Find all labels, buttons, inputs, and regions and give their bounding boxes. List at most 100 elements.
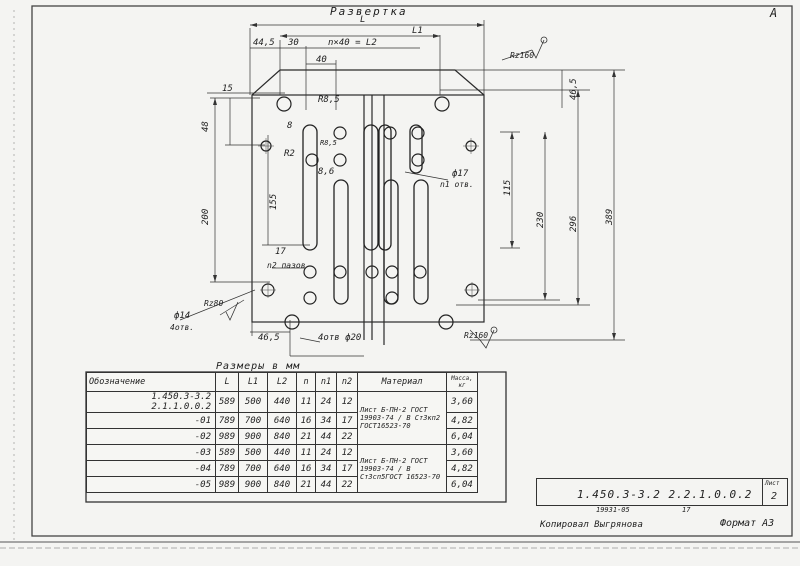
cell-n2: 22 xyxy=(336,476,358,493)
paper-format: Формат А3 xyxy=(720,518,775,529)
dim-n1: n1 отв. xyxy=(440,180,474,189)
roughness-rz80: Rz80 xyxy=(204,299,224,308)
row-designation: 1.450.3-3.2 2.1.1.0.0.2 xyxy=(86,391,216,413)
row-designation: -05 xyxy=(86,476,216,493)
cell-L1: 700 xyxy=(238,460,268,477)
dim-nx40: n×40 = L2 xyxy=(328,38,377,48)
sheet-number: 2 xyxy=(771,491,778,502)
header-designation: Обозначение xyxy=(86,372,216,392)
page-mark: А xyxy=(770,6,778,20)
dim-L: L xyxy=(360,15,366,25)
dim-389: 389 xyxy=(605,208,615,225)
cell-mass: 6,04 xyxy=(446,476,478,493)
cell-mass: 4,82 xyxy=(446,412,478,429)
archive-number: 19931-05 xyxy=(596,506,630,514)
dim-8-6: 8,6 xyxy=(318,167,335,177)
cell-n: 11 xyxy=(296,391,316,413)
header-n2: n2 xyxy=(336,372,358,392)
cell-n2: 17 xyxy=(336,412,358,429)
holes xyxy=(260,96,479,330)
cell-material-group-1: Лист Б-ПН-2 ГОСТ 19903-74 / В Ст3кп2 ГОС… xyxy=(357,391,447,445)
dim-4otv-phi20: 4отв ф20 xyxy=(318,333,362,343)
cell-n1: 34 xyxy=(315,412,337,429)
header-L2: L2 xyxy=(267,372,297,392)
cell-n1: 44 xyxy=(315,476,337,493)
drawing-code: 1.450.3-3.2 2.2.1.0.0.2 xyxy=(577,488,753,501)
cell-L2: 840 xyxy=(267,476,297,493)
cell-L1: 500 xyxy=(238,444,268,461)
cell-mass: 4,82 xyxy=(446,460,478,477)
slots xyxy=(302,124,429,305)
cell-n2: 22 xyxy=(336,428,358,445)
cell-n: 21 xyxy=(296,428,316,445)
dim-phi17: ф17 xyxy=(452,169,469,179)
cell-L2: 640 xyxy=(267,460,297,477)
dim-30: 30 xyxy=(288,38,299,48)
row-designation: -02 xyxy=(86,428,216,445)
header-n: n xyxy=(296,372,316,392)
dim-L1: L1 xyxy=(412,26,423,36)
sheet-label: Лист xyxy=(765,480,780,487)
row-designation: -03 xyxy=(86,444,216,461)
cell-mass: 3,60 xyxy=(446,391,478,413)
header-n1: n1 xyxy=(315,372,337,392)
cell-L1: 900 xyxy=(238,428,268,445)
dim-155: 155 xyxy=(269,193,279,210)
cell-L: 989 xyxy=(215,476,239,493)
cell-L: 789 xyxy=(215,412,239,429)
dim-R8-5b: R8,5 xyxy=(320,139,337,147)
cell-L1: 500 xyxy=(238,391,268,413)
dim-44-5: 44,5 xyxy=(253,38,275,48)
cell-L2: 840 xyxy=(267,428,297,445)
centre-marks xyxy=(258,138,480,298)
dim-230: 230 xyxy=(536,211,546,228)
roughness-rz160-bottom: Rz160 xyxy=(464,331,489,340)
archive-sheet: 17 xyxy=(682,506,691,514)
dim-296: 296 xyxy=(569,215,579,232)
cell-n2: 17 xyxy=(336,460,358,477)
dim-15: 15 xyxy=(222,84,233,94)
dimensions-table: Обозначение L L1 L2 n n1 n2 Материал Мас… xyxy=(86,372,478,493)
row-designation: -01 xyxy=(86,412,216,429)
cell-mass: 3,60 xyxy=(446,444,478,461)
table-row: 1.450.3-3.2 2.1.1.0.0.2 589 500 440 11 2… xyxy=(86,391,478,445)
header-L1: L1 xyxy=(238,372,268,392)
arrow-ticks xyxy=(213,23,616,340)
cell-n: 16 xyxy=(296,412,316,429)
dim-R8-5: R8,5 xyxy=(318,95,340,105)
table-header-row: Обозначение L L1 L2 n n1 n2 Материал Мас… xyxy=(86,372,478,392)
title-block: 1.450.3-3.2 2.2.1.0.0.2 Лист 2 xyxy=(536,478,788,506)
roughness-symbols xyxy=(225,36,548,349)
plate-contour xyxy=(251,69,485,345)
dim-phi14: ф14 xyxy=(174,311,191,321)
cell-L1: 900 xyxy=(238,476,268,493)
dim-17: 17 xyxy=(275,247,286,257)
header-material: Материал xyxy=(357,372,447,392)
table-row: -05 989 900 840 21 44 22 6,04 xyxy=(86,476,478,493)
dim-n2: n2 пазов xyxy=(267,261,306,270)
roughness-rz160: Rz160 xyxy=(510,51,535,60)
cell-n: 11 xyxy=(296,444,316,461)
cell-n1: 44 xyxy=(315,428,337,445)
cell-mass: 6,04 xyxy=(446,428,478,445)
cell-n2: 12 xyxy=(336,444,358,461)
dim-46-5-top: 46,5 xyxy=(569,78,579,100)
table-caption: Размеры в мм xyxy=(216,361,301,372)
cell-L1: 700 xyxy=(238,412,268,429)
cell-n2: 12 xyxy=(336,391,358,413)
cell-L: 589 xyxy=(215,391,239,413)
cell-material-group-2: Лист Б-ПН-2 ГОСТ 19903-74 / В Ст3сп5ГОСТ… xyxy=(357,444,447,493)
cell-n: 16 xyxy=(296,460,316,477)
copied-by: Копировал Выгрянова xyxy=(540,520,643,530)
dim-200: 200 xyxy=(201,208,211,225)
page-frame xyxy=(31,5,793,537)
cell-L2: 640 xyxy=(267,412,297,429)
dimension-lines xyxy=(179,20,625,357)
header-L: L xyxy=(215,372,239,392)
dim-R2: R2 xyxy=(284,149,295,159)
cell-n: 21 xyxy=(296,476,316,493)
sheet-cell: Лист 2 xyxy=(762,479,787,505)
cell-L: 589 xyxy=(215,444,239,461)
cell-L2: 440 xyxy=(267,444,297,461)
